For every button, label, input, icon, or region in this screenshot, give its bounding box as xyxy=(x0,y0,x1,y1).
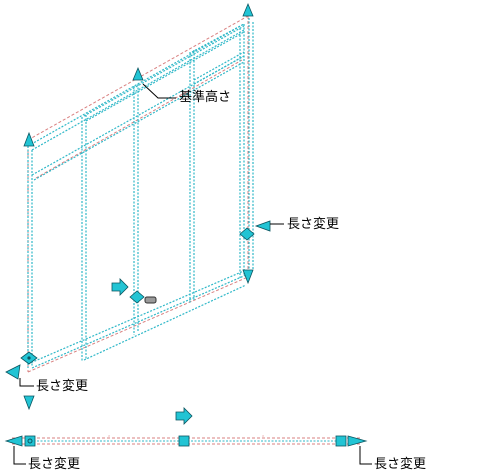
triangle-left-icon[interactable] xyxy=(254,220,271,232)
triangle-down-icon[interactable] xyxy=(242,269,254,285)
triangle-down-icon[interactable] xyxy=(23,395,35,411)
triangle-up-icon[interactable] xyxy=(242,2,254,17)
square-grip-icon[interactable] xyxy=(24,435,36,447)
triangle-up-icon[interactable] xyxy=(23,131,35,147)
diamond-grip-icon[interactable] xyxy=(129,290,145,304)
change-length-left-label: 長さ変更 xyxy=(36,379,89,394)
dimension-tick: ″ xyxy=(108,435,111,442)
base-height-label: 基準高さ xyxy=(179,90,232,105)
change-length-bottom-right-label: 長さ変更 xyxy=(374,457,427,472)
curtain-wall-frame xyxy=(27,15,254,373)
dimension-tick: ″ xyxy=(262,435,265,442)
rounded-rect-grip-icon[interactable] xyxy=(144,296,157,304)
triangle-left-icon[interactable] xyxy=(5,364,21,380)
change-length-right-label: 長さ変更 xyxy=(287,217,340,232)
square-grip-icon[interactable] xyxy=(178,435,190,447)
triangle-right-icon[interactable] xyxy=(347,435,368,447)
leader-lines xyxy=(13,83,372,465)
grips xyxy=(5,2,271,411)
move-arrow-icon[interactable] xyxy=(175,407,193,425)
triangle-left-icon[interactable] xyxy=(4,435,23,447)
square-grip-icon[interactable] xyxy=(335,435,347,447)
change-length-bottom-left-label: 長さ変更 xyxy=(28,457,81,472)
diamond-grip-icon[interactable] xyxy=(239,227,255,241)
grip-center-dot xyxy=(27,438,33,444)
grip-center-dot xyxy=(27,356,31,360)
plan-view: ″ ″ xyxy=(4,407,368,447)
frame-members xyxy=(27,18,254,369)
move-arrow-icon[interactable] xyxy=(111,278,129,296)
triangle-up-icon[interactable] xyxy=(132,66,144,81)
